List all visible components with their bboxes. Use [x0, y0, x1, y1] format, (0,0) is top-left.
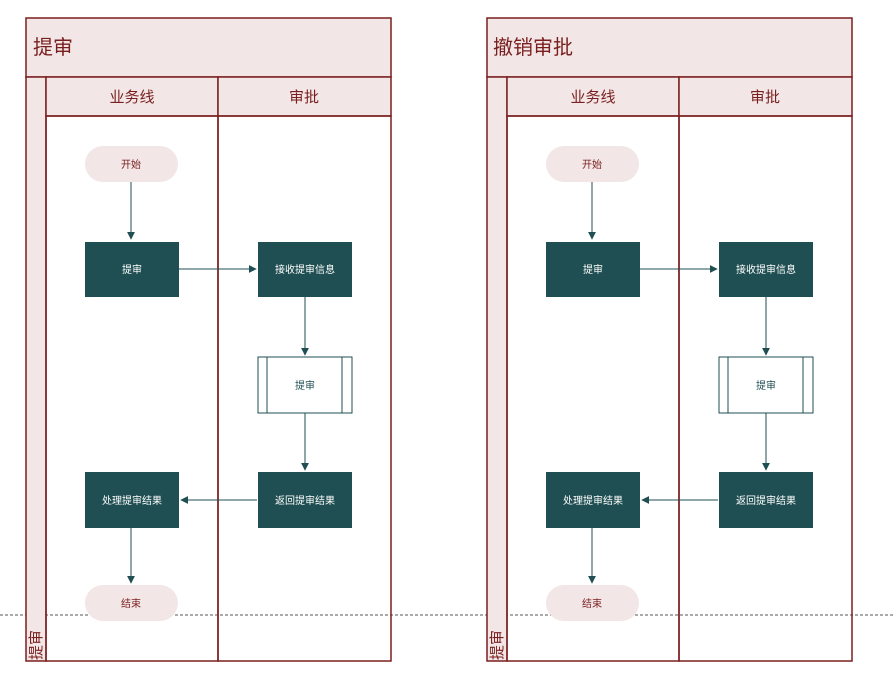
pool-2-phase-label: 提审	[488, 630, 506, 660]
pool-1-title: 提审	[33, 35, 73, 59]
pool-1-lane-header-business	[45, 76, 219, 117]
pool-1-return-node	[258, 472, 352, 528]
pool-2-end-label: 结束	[582, 597, 602, 610]
pool-2-phase-bar	[486, 76, 508, 662]
pool-2-end-node	[546, 585, 639, 621]
pool-1-review-label: 提审	[295, 379, 315, 392]
pool-1-lane-title-business: 业务线	[109, 88, 154, 106]
pool-1-lane-header-approval	[217, 76, 392, 117]
pool-2-lane-header-approval	[678, 76, 853, 117]
pool-1-submit-label: 提审	[122, 263, 142, 276]
pool-1-handle-label: 处理提审结果	[102, 494, 162, 507]
pool-1-lane-title-approval: 审批	[289, 88, 319, 106]
pool-2-return-label: 返回提审结果	[736, 494, 796, 507]
pool-1-phase-bar	[25, 76, 47, 662]
pool-2-review-subprocess	[718, 356, 814, 414]
pool-2-handle-label: 处理提审结果	[563, 494, 623, 507]
pool-2-lane-approval	[678, 115, 853, 662]
pool-2-review-label: 提审	[756, 379, 776, 392]
pool-2-start-label: 开始	[582, 158, 602, 171]
pool-2-handle-node	[546, 472, 640, 528]
pool-1-lane-business	[45, 115, 219, 662]
pool-1-receive-node	[258, 242, 352, 297]
pool-1-phase-label: 提审	[27, 630, 45, 660]
pool-1: 提审 提审 业务线 审批 开始 提审 接收提审信息 提审 返回提审结果 处理提审…	[25, 17, 392, 662]
pool-1-start-node	[85, 146, 178, 182]
pool-2-lane-title-approval: 审批	[750, 88, 780, 106]
pool-1-handle-node	[85, 472, 179, 528]
pool-1-submit-node	[85, 242, 179, 297]
pool-2-title: 撤销审批	[493, 35, 573, 59]
pool-2-start-node	[546, 146, 639, 182]
pool-2: 撤销审批 提审 业务线 审批 开始 提审 接收提审信息 提审 返回提审结果 处理…	[486, 17, 853, 662]
pool-1-end-label: 结束	[121, 597, 141, 610]
pool-1-receive-label: 接收提审信息	[275, 263, 335, 276]
pool-2-return-node	[719, 472, 813, 528]
pool-1-end-node	[85, 585, 178, 621]
pool-2-lane-business	[506, 115, 680, 662]
pool-2-receive-label: 接收提审信息	[736, 263, 796, 276]
pool-1-start-label: 开始	[121, 158, 141, 171]
pool-2-header	[486, 17, 853, 78]
pool-1-review-subprocess	[257, 356, 353, 414]
pool-1-lane-approval	[217, 115, 392, 662]
pool-2-lane-title-business: 业务线	[570, 88, 615, 106]
pool-1-return-label: 返回提审结果	[275, 494, 335, 507]
pool-2-submit-label: 提审	[583, 263, 603, 276]
pool-2-receive-node	[719, 242, 813, 297]
pool-1-header	[25, 17, 392, 78]
pool-2-submit-node	[546, 242, 640, 297]
